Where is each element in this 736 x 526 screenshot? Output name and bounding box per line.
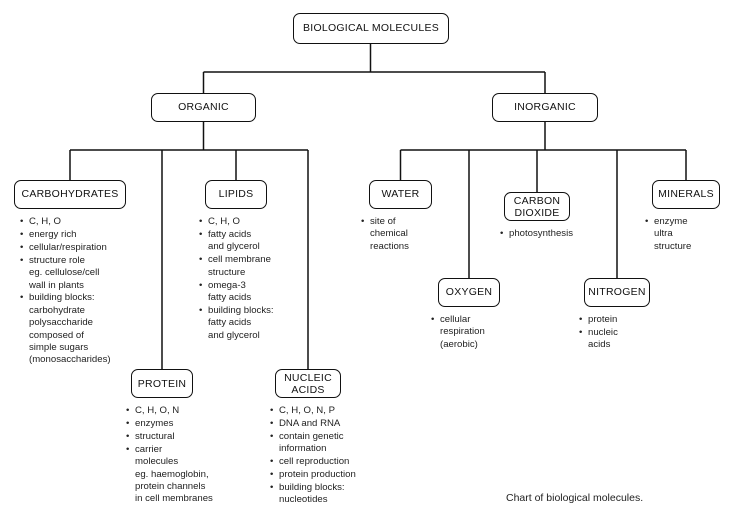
node-minerals: MINERALS	[652, 180, 720, 209]
bullets-carbon-dioxide: photosynthesis	[500, 228, 620, 241]
node-water: WATER	[369, 180, 432, 209]
bullet-item: protein	[579, 314, 679, 327]
bullets-lipids: C, H, Ofatty acids and glycerolcell memb…	[199, 216, 309, 343]
bullets-nitrogen: proteinnucleic acids	[579, 314, 679, 352]
bullet-item: protein production	[270, 469, 400, 482]
bullets-oxygen: cellular respiration (aerobic)	[431, 314, 531, 352]
node-label: NITROGEN	[588, 285, 646, 298]
node-nucleic-acids: NUCLEIC ACIDS	[275, 369, 341, 398]
bullet-item: enzymes	[126, 418, 261, 431]
node-label: ORGANIC	[178, 100, 229, 113]
bullet-item: cell membrane structure	[199, 254, 309, 279]
bullet-item: contain genetic information	[270, 431, 400, 456]
bullet-item: DNA and RNA	[270, 418, 400, 431]
node-label: CARBOHYDRATES	[21, 187, 119, 200]
bullet-item: C, H, O, N, P	[270, 405, 400, 418]
node-inorganic: INORGANIC	[492, 93, 598, 122]
bullet-item: building blocks: fatty acids and glycero…	[199, 305, 309, 342]
bullet-item: site of chemical reactions	[361, 216, 461, 253]
node-carbon-dioxide: CARBON DIOXIDE	[504, 192, 570, 221]
bullet-item: cell reproduction	[270, 456, 400, 469]
node-label: NUCLEIC ACIDS	[284, 371, 332, 396]
node-carbohydrates: CARBOHYDRATES	[14, 180, 126, 209]
node-label: OXYGEN	[445, 285, 493, 298]
node-label: WATER	[381, 187, 420, 200]
node-label: MINERALS	[658, 187, 714, 200]
node-oxygen: OXYGEN	[438, 278, 500, 307]
node-biological-molecules: BIOLOGICAL MOLECULES	[293, 13, 449, 44]
bullet-item: cellular respiration (aerobic)	[431, 314, 531, 351]
bullets-carbohydrates: C, H, Oenergy richcellular/respirationst…	[20, 216, 140, 367]
bullet-item: C, H, O	[20, 216, 140, 229]
bullets-water: site of chemical reactions	[361, 216, 461, 254]
bullet-item: C, H, O, N	[126, 405, 261, 418]
node-label: BIOLOGICAL MOLECULES	[303, 21, 439, 34]
bullet-item: structural	[126, 431, 261, 444]
bullet-item: cellular/respiration	[20, 242, 140, 255]
node-label: PROTEIN	[137, 377, 187, 390]
bullet-item: nucleic acids	[579, 327, 679, 352]
bullet-item: structure role eg. cellulose/cell wall i…	[20, 255, 140, 292]
node-nitrogen: NITROGEN	[584, 278, 650, 307]
bullet-item: building blocks: carbohydrate polysaccha…	[20, 292, 140, 366]
node-organic: ORGANIC	[151, 93, 256, 122]
node-label: CARBON DIOXIDE	[513, 194, 561, 219]
bullet-item: energy rich	[20, 229, 140, 242]
chart-caption: Chart of biological molecules.	[506, 492, 644, 504]
bullet-item: photosynthesis	[500, 228, 620, 241]
bullets-minerals: enzyme ultra structure	[645, 216, 735, 254]
bullet-item: fatty acids and glycerol	[199, 229, 309, 254]
node-protein: PROTEIN	[131, 369, 193, 398]
bullets-nucleic-acids: C, H, O, N, PDNA and RNAcontain genetic …	[270, 405, 400, 507]
bullet-item: omega-3 fatty acids	[199, 280, 309, 305]
bullet-item: building blocks: nucleotides	[270, 482, 400, 507]
bullet-item: C, H, O	[199, 216, 309, 229]
node-label: LIPIDS	[218, 187, 254, 200]
node-label: INORGANIC	[514, 100, 576, 113]
bullets-protein: C, H, O, Nenzymesstructuralcarrier molec…	[126, 405, 261, 506]
bullet-item: enzyme ultra structure	[645, 216, 735, 253]
node-lipids: LIPIDS	[205, 180, 267, 209]
bullet-item: carrier molecules eg. haemoglobin, prote…	[126, 444, 261, 506]
